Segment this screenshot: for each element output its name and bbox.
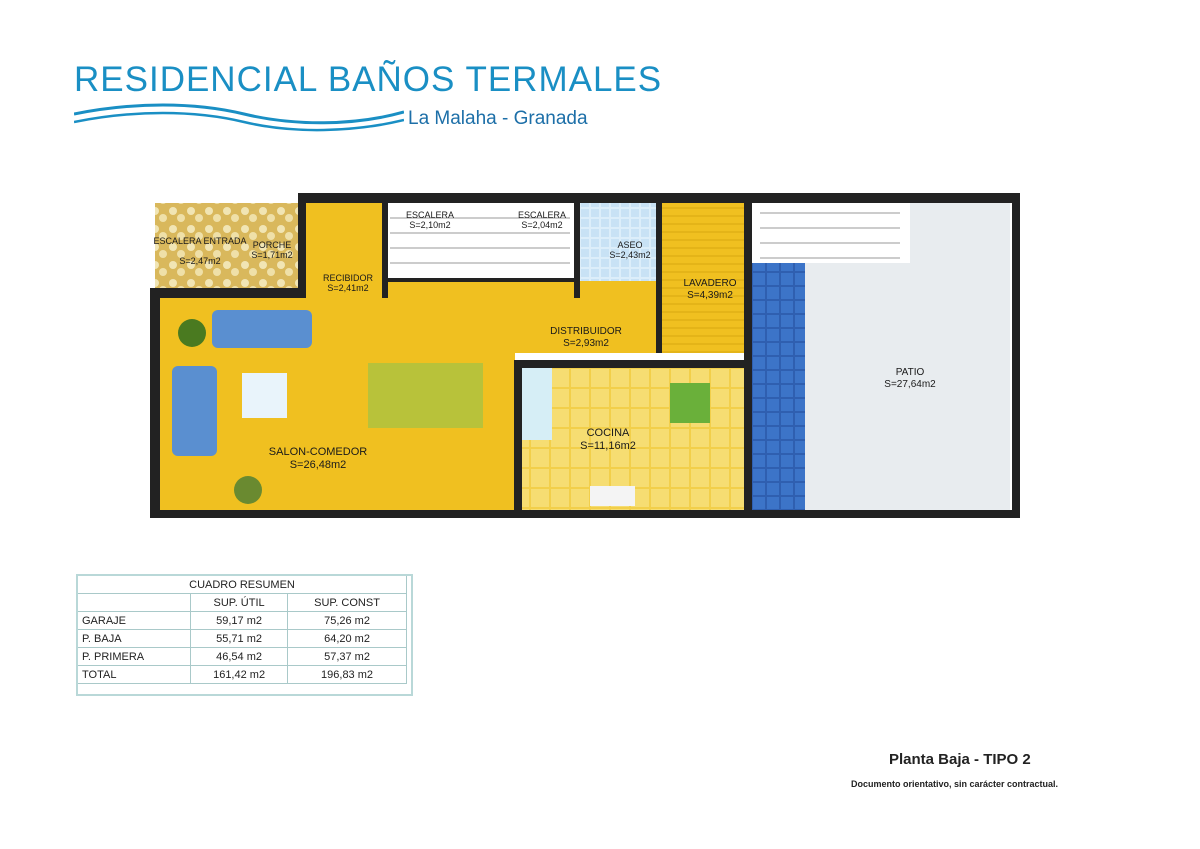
room-label-cocina: COCINA: [587, 427, 630, 439]
escalera-entrada-area: [155, 203, 243, 291]
brand-title: RESIDENCIAL BAÑOS TERMALES: [74, 60, 663, 99]
room-label-escalera-2: ESCALERA: [518, 210, 566, 220]
escalera-area: [386, 203, 576, 281]
plant-2: [234, 476, 262, 504]
room-label-porche: PORCHE: [253, 240, 292, 250]
dining-table: [368, 363, 483, 428]
disclaimer-note: Documento orientativo, sin carácter cont…: [851, 779, 1059, 789]
sofa: [172, 366, 217, 456]
patio-stairs: [750, 203, 910, 263]
table-row: TOTAL 161,42 m2 196,83 m2: [76, 665, 407, 684]
lavadero-area: [660, 203, 748, 353]
room-label-patio: PATIO: [896, 367, 925, 378]
room-area-distribuidor: S=2,93m2: [563, 338, 609, 349]
summary-caption: CUADRO RESUMEN: [77, 575, 407, 594]
room-label-distribuidor: DISTRIBUIDOR: [550, 326, 622, 337]
room-label-aseo: ASEO: [617, 240, 642, 250]
table-row: GARAJE 59,17 m2 75,26 m2: [76, 611, 407, 630]
room-area-recibidor: S=2,41m2: [327, 283, 368, 293]
room-area-patio: S=27,64m2: [884, 379, 936, 390]
sofa-top: [212, 310, 312, 348]
room-area-porche: S=1,71m2: [251, 250, 292, 260]
row-label: P. BAJA: [76, 629, 192, 648]
row-const: 64,20 m2: [287, 629, 407, 648]
recibidor-area: [302, 203, 382, 298]
summary-table: CUADRO RESUMEN SUP. ÚTIL SUP. CONST GARA…: [76, 575, 407, 684]
room-area-aseo: S=2,43m2: [609, 250, 650, 260]
kitchen-counter: [522, 360, 552, 440]
summary-header-const: SUP. CONST: [287, 593, 407, 612]
row-label: GARAJE: [76, 611, 192, 630]
row-util: 161,42 m2: [190, 665, 289, 684]
room-area-lavadero: S=4,39m2: [687, 290, 733, 301]
coffee-table: [242, 373, 287, 418]
room-area-escalera-1: S=2,10m2: [409, 220, 450, 230]
row-const: 75,26 m2: [287, 611, 407, 630]
porche-area: [243, 203, 298, 291]
row-util: 55,71 m2: [190, 629, 289, 648]
kitchen-sink: [590, 486, 635, 506]
summary-header-util: SUP. ÚTIL: [190, 593, 289, 612]
row-util: 59,17 m2: [190, 611, 289, 630]
plan-title: Planta Baja - TIPO 2: [889, 751, 1031, 768]
room-label-escalera-1: ESCALERA: [406, 210, 454, 220]
room-area-cocina: S=11,16m2: [580, 440, 636, 452]
table-row: P. BAJA 55,71 m2 64,20 m2: [76, 629, 407, 648]
row-util: 46,54 m2: [190, 647, 289, 666]
floor-plan: ESCALERA ENTRADA S=2,47m2 PORCHE S=1,71m…: [150, 193, 1020, 518]
room-label-lavadero: LAVADERO: [684, 278, 737, 289]
room-area-escalera-entrada: S=2,47m2: [179, 256, 220, 266]
row-const: 57,37 m2: [287, 647, 407, 666]
walls: [150, 193, 1020, 518]
plant: [178, 319, 206, 347]
room-label-salon: SALON-COMEDOR: [269, 446, 367, 458]
row-label: TOTAL: [76, 665, 192, 684]
row-label: P. PRIMERA: [76, 647, 192, 666]
wave-logo: [74, 103, 404, 132]
room-area-salon: S=26,48m2: [290, 459, 347, 471]
room-label-recibidor: RECIBIDOR: [323, 273, 374, 283]
row-const: 196,83 m2: [287, 665, 407, 684]
room-label-escalera-entrada: ESCALERA ENTRADA: [153, 236, 246, 246]
brand-subtitle: La Malaha - Granada: [408, 108, 588, 129]
summary-header-blank: [76, 593, 192, 612]
table-row: P. PRIMERA 46,54 m2 57,37 m2: [76, 647, 407, 666]
kitchen-table: [670, 383, 710, 423]
room-area-escalera-2: S=2,04m2: [521, 220, 562, 230]
